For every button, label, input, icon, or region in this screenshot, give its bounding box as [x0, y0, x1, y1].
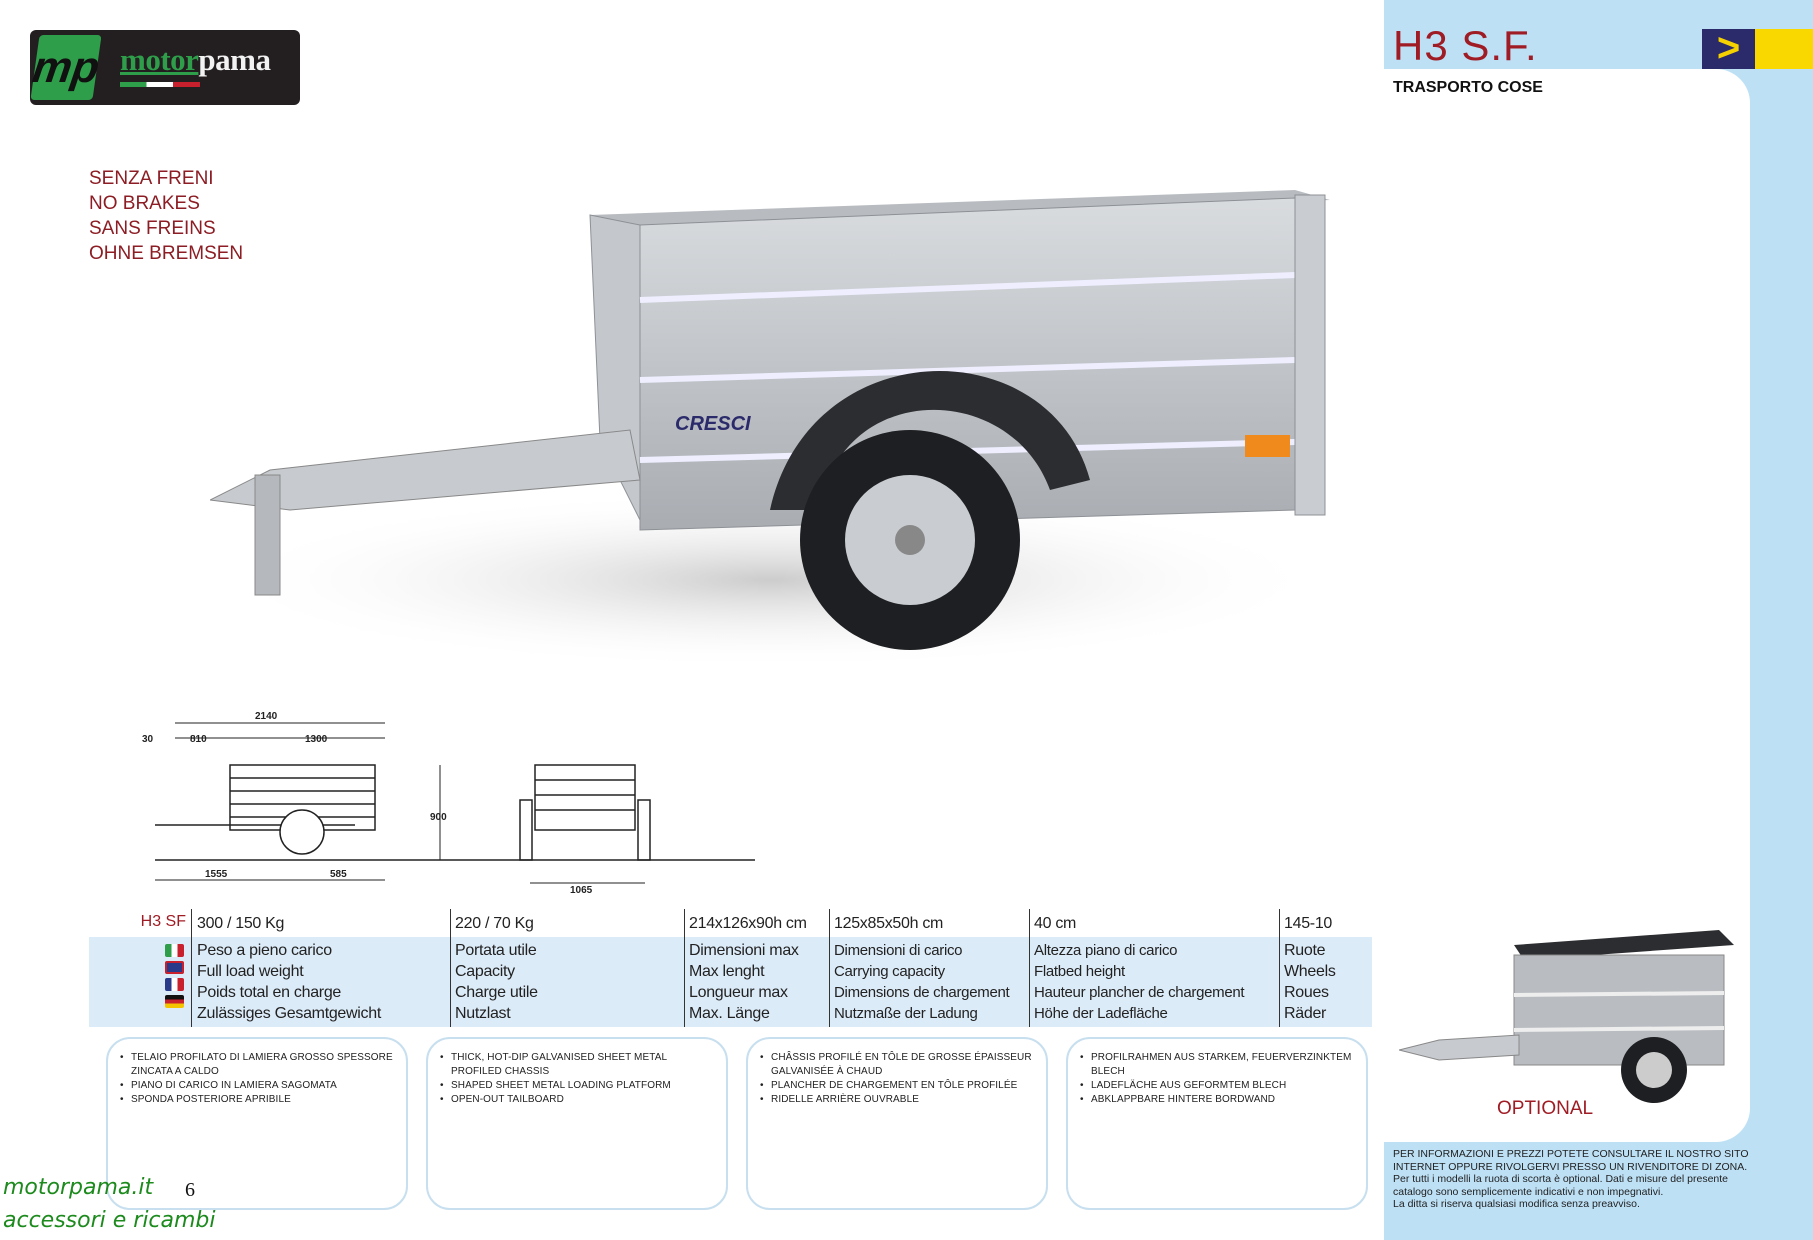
- france-flag-icon: [165, 978, 184, 991]
- spec-table: H3 SF 300 / 150 Kg 220 / 70 Kg 214x126x9…: [89, 909, 1372, 1029]
- dim-1555: 1555: [205, 869, 228, 880]
- value-load-dimensions: 125x85x50h cm: [834, 915, 944, 932]
- brakes-fr: SANS FREINS: [89, 218, 216, 239]
- dim-overall: 2140: [255, 711, 278, 722]
- optional-label: OPTIONAL: [1497, 1098, 1594, 1119]
- dim-900: 900: [430, 812, 447, 823]
- features-de: PROFILRAHMEN AUS STARKEM, FEUERVERZINKTE…: [1066, 1037, 1368, 1210]
- motorpama-logo: mp motorpama: [30, 30, 300, 105]
- watermark-tagline: accessori e ricambi: [3, 1208, 216, 1233]
- value-dimensions: 214x126x90h cm: [689, 915, 807, 932]
- uk-flag-icon: [165, 961, 184, 974]
- page-title: H3 S.F.: [1393, 22, 1538, 69]
- page-number: 6: [185, 1179, 195, 1201]
- logo-wordmark: motorpama: [120, 42, 271, 77]
- value-capacity: 220 / 70 Kg: [455, 915, 534, 932]
- spec-labels-band: [89, 937, 1372, 1027]
- svg-text:CRESCI: CRESCI: [675, 413, 751, 435]
- italy-flag-icon: [165, 944, 184, 957]
- dim-30: 30: [142, 734, 154, 745]
- brakes-it: SENZA FRENI: [89, 168, 214, 189]
- page-subtitle: TRASPORTO COSE: [1393, 79, 1543, 96]
- dim-810: 810: [190, 734, 207, 745]
- germany-flag-icon: [165, 995, 184, 1008]
- brakes-en: NO BRAKES: [89, 193, 200, 214]
- optional-cover-photo: [1399, 930, 1734, 1103]
- value-flatbed-height: 40 cm: [1034, 915, 1077, 932]
- arrow-right-icon: >: [1702, 28, 1755, 69]
- dim-585: 585: [330, 869, 347, 880]
- value-weight: 300 / 150 Kg: [197, 915, 285, 932]
- features-en: THICK, HOT-DIP GALVANISED SHEET METAL PR…: [426, 1037, 728, 1210]
- trailer-photo: CRESCI: [210, 190, 1330, 670]
- cresci-label: CRESCI: [675, 413, 751, 435]
- language-flags: [165, 940, 185, 1012]
- model-code: H3 SF: [140, 913, 186, 930]
- brakes-label: SENZA FRENI NO BRAKES SANS FREINS OHNE B…: [89, 166, 243, 266]
- watermark-site: motorpama.it: [3, 1175, 154, 1200]
- dimension-diagram: 2140 30 810 1300 900 1555 585 1065: [142, 711, 755, 895]
- features-fr: CHÂSSIS PROFILÉ EN TÔLE DE GROSSE ÉPAISS…: [746, 1037, 1048, 1210]
- mp-logo-mark: mp: [30, 35, 103, 100]
- value-wheels: 145-10: [1284, 915, 1333, 932]
- italian-flag-stripe: [120, 82, 200, 87]
- footer-note: PER INFORMAZIONI E PREZZI POTETE CONSULT…: [1393, 1148, 1749, 1210]
- features-it: TELAIO PROFILATO DI LAMIERA GROSSO SPESS…: [106, 1037, 408, 1210]
- dim-1300: 1300: [305, 734, 328, 745]
- yellow-badge: [1755, 29, 1813, 69]
- brakes-de: OHNE BREMSEN: [89, 243, 244, 264]
- dim-1065: 1065: [570, 885, 593, 895]
